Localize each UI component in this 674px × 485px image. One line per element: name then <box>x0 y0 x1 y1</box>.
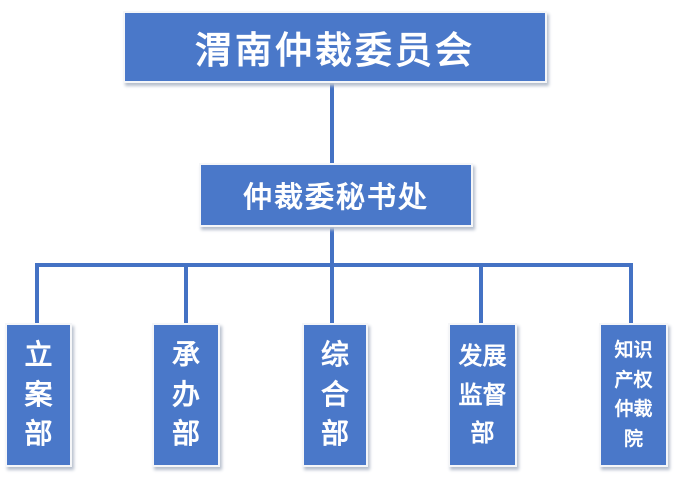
org-node-dept-case-filing: 立 案 部 <box>5 323 72 467</box>
org-node-secretariat-label: 仲裁委秘书处 <box>242 180 429 214</box>
org-node-root-label: 渭南仲裁委员会 <box>195 28 475 72</box>
org-node-dept-undertaking: 承 办 部 <box>152 323 220 467</box>
connector-drop-dept-5 <box>629 263 633 323</box>
dept-label-line: 产权 <box>614 368 653 391</box>
dept-label-line: 合 <box>320 377 349 411</box>
connector-drop-dept-4 <box>479 263 483 323</box>
dept-label-line: 部 <box>24 417 53 451</box>
dept-label-line: 承 <box>171 337 200 371</box>
connector-secretariat-to-bus <box>330 227 334 323</box>
dept-label-line: 仲裁 <box>614 398 653 421</box>
dept-label-line: 部 <box>470 418 495 448</box>
org-node-dept-development-supervision: 发展 监督 部 <box>448 323 517 467</box>
dept-label-line: 院 <box>623 428 643 451</box>
dept-label-line: 立 <box>24 337 53 371</box>
org-node-dept-general: 综 合 部 <box>302 323 368 467</box>
connector-horizontal-bus <box>35 263 633 267</box>
org-node-secretariat: 仲裁委秘书处 <box>199 163 473 227</box>
connector-drop-dept-1 <box>35 263 39 323</box>
org-node-dept-ip-arbitration-institute: 知识 产权 仲裁 院 <box>599 323 668 467</box>
dept-label-line: 知识 <box>614 338 653 361</box>
dept-label-line: 办 <box>171 377 200 411</box>
connector-root-to-secretariat <box>330 83 334 163</box>
dept-label-line: 发展 <box>458 341 507 371</box>
dept-label-line: 部 <box>171 417 200 451</box>
connector-drop-dept-2 <box>184 263 188 323</box>
dept-label-line: 监督 <box>458 379 507 409</box>
dept-label-line: 案 <box>24 377 53 411</box>
dept-label-line: 综 <box>320 337 349 371</box>
org-node-root: 渭南仲裁委员会 <box>123 11 547 83</box>
dept-label-line: 部 <box>320 417 349 451</box>
